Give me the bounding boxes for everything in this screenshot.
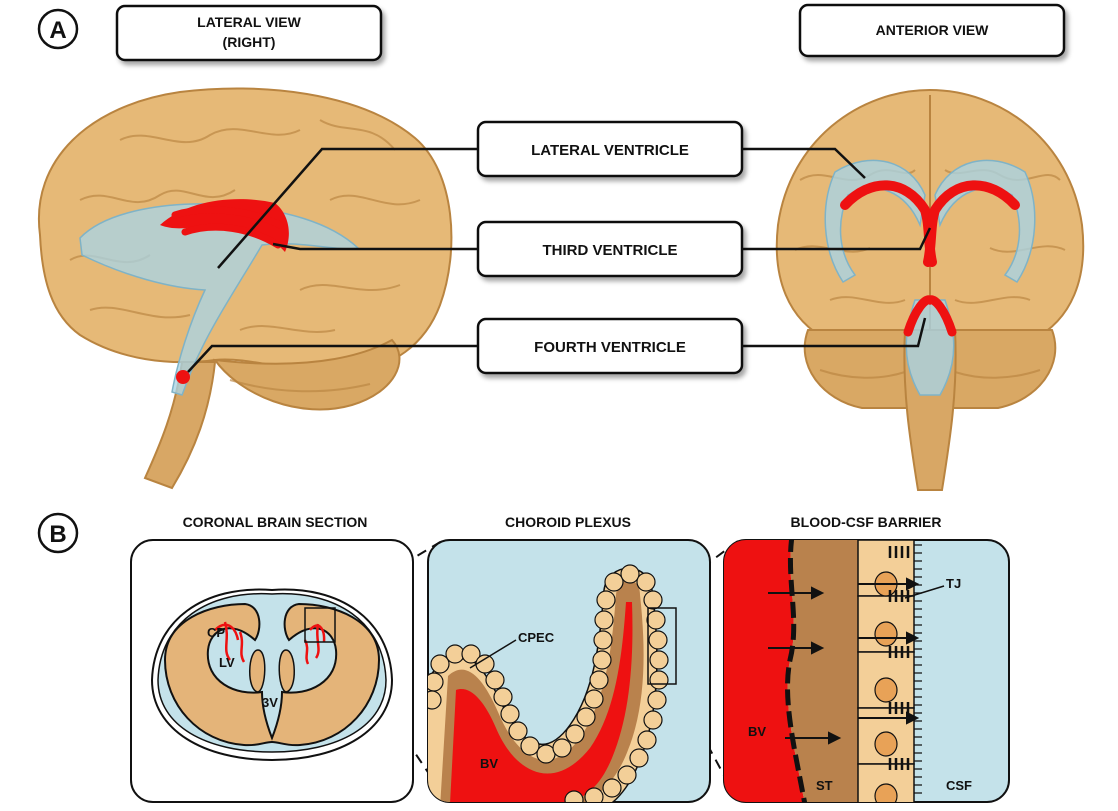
- barrier-endothelium: [785, 540, 809, 802]
- barrier-transport-arrows: [768, 577, 920, 745]
- lateral-view-subtitle: (RIGHT): [223, 34, 276, 50]
- panel-a: A: [37, 3, 1085, 491]
- fourth-ventricle-choroid-dot: [176, 370, 190, 384]
- anterior-choroid-fourth: [903, 295, 957, 337]
- panel-b: B CORONAL BRAIN SECTION CHOROID PLEXUS B…: [37, 512, 1010, 803]
- coronal-3v-label: 3V: [262, 695, 278, 710]
- third-ventricle-box: THIRD VENTRICLE: [476, 220, 744, 278]
- cpec-leader: [469, 639, 517, 669]
- fourth-ventricle-label: FOURTH VENTRICLE: [534, 339, 686, 356]
- anterior-choroid-right: [923, 180, 1020, 267]
- tj-leader: [904, 585, 945, 599]
- lateral-view-title: LATERAL VIEW: [197, 14, 301, 30]
- anterior-view-title: ANTERIOR VIEW: [876, 22, 990, 38]
- tj-label: TJ: [946, 576, 961, 591]
- panel-b-letter: B: [49, 521, 66, 548]
- barrier-microvilli: [914, 544, 922, 794]
- choroid-bv-label: BV: [480, 756, 498, 771]
- anterior-view-label: ANTERIOR VIEW: [798, 3, 1066, 58]
- lateral-brain-stem: [143, 361, 217, 490]
- leader-lines: [187, 147, 932, 373]
- cpec-label: CPEC: [518, 630, 555, 645]
- coronal-zoom-box: [304, 607, 336, 643]
- coronal-thalamus-left: [249, 649, 266, 693]
- st-label: ST: [816, 778, 833, 793]
- coronal-section-panel: CP LV 3V: [130, 539, 414, 803]
- blood-csf-barrier-panel: TJ BV ST CSF: [723, 539, 1010, 803]
- choroid-blood-vessel: [450, 602, 633, 802]
- choroid-zoom-box: [647, 607, 677, 685]
- panel-a-badge: [37, 8, 79, 50]
- lateral-ventricle-label: LATERAL VENTRICLE: [531, 142, 689, 159]
- coronal-cp-label: CP: [207, 625, 225, 640]
- lateral-choroid-plexus-strands: [171, 206, 284, 249]
- choroid-plexus-panel: CPEC BV: [427, 539, 711, 803]
- anterior-brain: [775, 88, 1085, 491]
- choroid-plexus-title: CHOROID PLEXUS: [505, 514, 631, 530]
- choroid-epithelial-cells: [428, 564, 669, 802]
- lateral-brain: [37, 87, 453, 490]
- panel-a-letter: A: [49, 17, 66, 44]
- lateral-brain-gyri: [69, 119, 421, 393]
- lateral-brain-cerebellum: [212, 338, 401, 411]
- blood-csf-barrier-title: BLOOD-CSF BARRIER: [791, 514, 942, 530]
- barrier-cell-nuclei: [874, 571, 898, 802]
- coronal-section-title: CORONAL BRAIN SECTION: [183, 514, 368, 530]
- fourth-ventricle-box: FOURTH VENTRICLE: [476, 317, 744, 375]
- coronal-thalamus-right: [278, 649, 295, 693]
- barrier-bv-label: BV: [748, 724, 766, 739]
- lateral-view-label: LATERAL VIEW (RIGHT): [115, 4, 383, 62]
- coronal-lv-label: LV: [219, 655, 235, 670]
- panel-b-badge: [37, 512, 79, 554]
- csf-label: CSF: [946, 778, 972, 793]
- barrier-blood-vessel: [724, 540, 806, 802]
- barrier-stroma: [787, 540, 858, 802]
- third-ventricle-label: THIRD VENTRICLE: [543, 242, 678, 259]
- barrier-tight-junctions: [888, 546, 910, 770]
- lateral-ventricle-box: LATERAL VENTRICLE: [476, 120, 744, 178]
- coronal-brain-tissue: [163, 602, 381, 747]
